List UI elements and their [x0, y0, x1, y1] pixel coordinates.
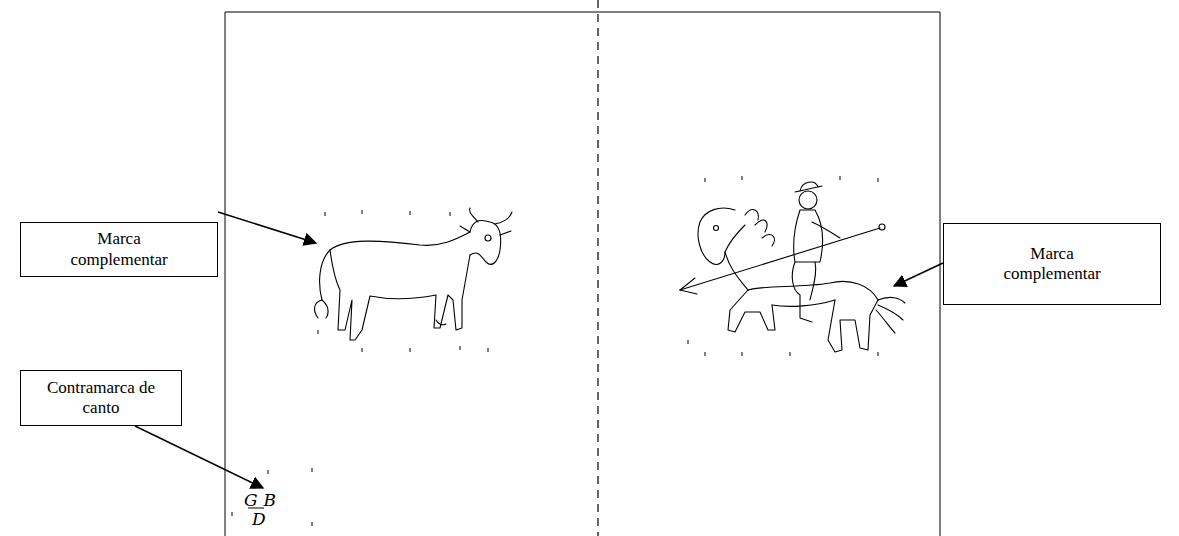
drawing-stroke — [680, 278, 695, 290]
drawing-stroke — [268, 470, 269, 474]
fold-line — [597, 0, 598, 536]
horseman-watermark — [680, 182, 905, 352]
drawing-stroke — [800, 182, 818, 191]
drawing-stroke — [410, 211, 411, 215]
drawing-stroke — [485, 235, 491, 241]
drawing-stroke — [790, 352, 791, 356]
sheet-outline — [225, 12, 940, 536]
drawing-stroke — [470, 220, 501, 264]
drawing-stroke — [705, 352, 706, 356]
callout-box: Contramarca de canto — [20, 370, 182, 426]
drawing-stroke — [460, 346, 461, 350]
drawing-stroke — [495, 212, 512, 224]
drawing-stroke — [878, 297, 905, 303]
drawing-stroke — [810, 262, 816, 300]
drawing-stroke — [322, 300, 328, 318]
drawing-stroke — [755, 220, 767, 232]
drawing-stroke — [742, 352, 743, 356]
callout-box: Marca complementar — [943, 223, 1161, 305]
countermark-letters: D — [252, 511, 266, 528]
drawing-stroke — [135, 426, 263, 488]
chain-line-ticks — [232, 176, 878, 526]
drawing-stroke — [840, 176, 841, 180]
drawing-stroke — [799, 191, 817, 209]
drawing-stroke — [318, 330, 319, 334]
drawing-stroke — [312, 522, 313, 526]
drawing-stroke — [894, 263, 943, 286]
drawing-stroke — [436, 320, 446, 325]
callout-text: Marca complementar — [996, 244, 1108, 285]
drawing-stroke — [330, 250, 470, 340]
drawing-stroke — [762, 235, 774, 246]
drawing-stroke — [828, 300, 878, 352]
callout-text: Marca complementar — [63, 229, 175, 270]
drawing-stroke — [330, 232, 470, 250]
drawing-stroke — [218, 212, 316, 243]
drawing-stroke — [325, 212, 326, 216]
drawing-stroke — [680, 228, 880, 290]
drawing-stroke — [725, 252, 748, 290]
drawing-stroke — [705, 178, 706, 182]
drawing-stroke — [742, 176, 743, 180]
drawing-stroke — [320, 250, 330, 300]
drawing-stroke — [876, 310, 895, 333]
drawing-stroke — [450, 212, 451, 216]
drawing-stroke — [680, 290, 697, 294]
drawing-stroke — [794, 210, 823, 262]
drawing-stroke — [362, 348, 363, 352]
drawing-stroke — [772, 300, 835, 306]
drawing-stroke — [469, 208, 478, 222]
drawing-stroke — [500, 231, 511, 235]
callout-leaders — [135, 212, 943, 488]
drawing-stroke — [792, 262, 812, 322]
drawing-stroke — [688, 340, 689, 344]
drawing-stroke — [698, 208, 745, 264]
drawing-stroke — [878, 178, 879, 182]
drawing-stroke — [878, 352, 879, 356]
drawing-stroke — [312, 468, 313, 472]
drawing-stroke — [315, 300, 322, 318]
countermark-letters: GB — [244, 492, 282, 509]
drawing-stroke — [460, 226, 470, 232]
drawing-stroke — [410, 348, 411, 352]
drawing-stroke — [225, 12, 940, 536]
drawing-stroke — [812, 222, 840, 238]
drawing-stroke — [362, 210, 363, 214]
drawing-stroke — [232, 512, 233, 516]
drawing-stroke — [878, 305, 903, 320]
drawing-stroke — [745, 210, 758, 220]
drawing-stroke — [728, 290, 775, 332]
drawing-stroke — [748, 281, 878, 300]
drawing-stroke — [488, 348, 489, 352]
drawing-stroke — [714, 226, 719, 231]
callout-box: Marca complementar — [20, 222, 218, 277]
bull-watermark — [315, 208, 512, 340]
drawing-stroke — [879, 224, 885, 230]
callout-text: Contramarca de canto — [45, 378, 157, 419]
